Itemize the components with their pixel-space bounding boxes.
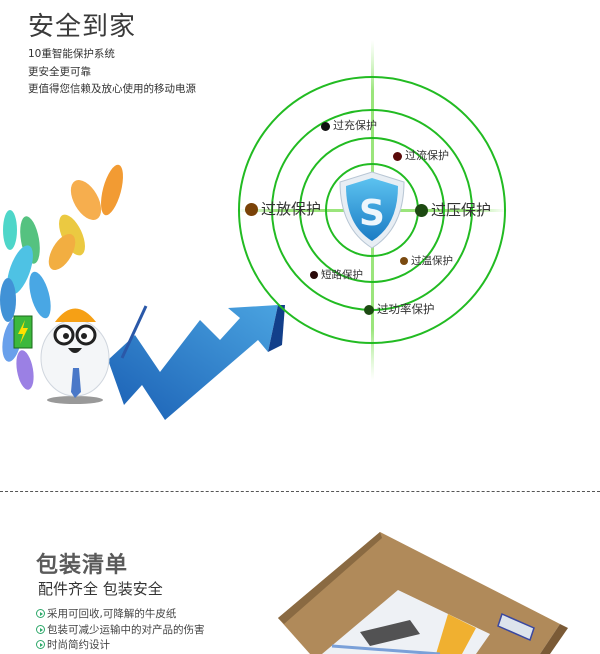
dot-icon bbox=[400, 257, 408, 265]
label-overdischarge: 过放保护 bbox=[245, 202, 321, 217]
label-short-circuit: 短路保护 bbox=[310, 270, 363, 281]
dot-icon bbox=[310, 271, 318, 279]
dot-icon bbox=[415, 204, 428, 217]
section-title: 安全到家 bbox=[28, 12, 137, 42]
kraft-box-image bbox=[278, 532, 568, 654]
play-bullet-icon bbox=[36, 609, 45, 618]
protection-diagram: S bbox=[0, 40, 508, 420]
dot-icon bbox=[245, 203, 258, 216]
shield-s-icon: S bbox=[339, 171, 405, 249]
dot-icon bbox=[321, 121, 330, 131]
label-overvoltage: 过压保护 bbox=[415, 203, 491, 218]
feature-line-3: 更值得您信赖及放心使用的移动电源 bbox=[28, 83, 196, 95]
mascot-icon bbox=[13, 305, 148, 404]
rising-arrow-icon bbox=[108, 305, 285, 420]
packaging-item: 时尚简约设计 bbox=[36, 637, 110, 652]
packaging-title: 包装清单 bbox=[36, 553, 129, 578]
dot-icon bbox=[364, 304, 374, 315]
play-bullet-icon bbox=[36, 625, 45, 634]
label-overcurrent: 过流保护 bbox=[393, 150, 449, 161]
feature-line-1: 10重智能保护系统 bbox=[28, 48, 115, 60]
label-overtemperature: 过温保护 bbox=[400, 256, 453, 267]
svg-text:S: S bbox=[359, 193, 385, 234]
section-divider bbox=[0, 491, 600, 492]
play-bullet-icon bbox=[36, 640, 45, 649]
decorative-leaves-icon bbox=[0, 164, 123, 390]
packaging-item: 采用可回收,可降解的牛皮纸 bbox=[36, 606, 176, 621]
dot-icon bbox=[393, 151, 402, 161]
feature-line-2: 更安全更可靠 bbox=[28, 66, 91, 78]
packaging-item: 包装可减少运输中的对产品的伤害 bbox=[36, 622, 205, 637]
label-overcharge: 过充保护 bbox=[321, 120, 377, 131]
label-overpower: 过功率保护 bbox=[364, 303, 435, 316]
packaging-subtitle: 配件齐全 包装安全 bbox=[38, 580, 163, 598]
